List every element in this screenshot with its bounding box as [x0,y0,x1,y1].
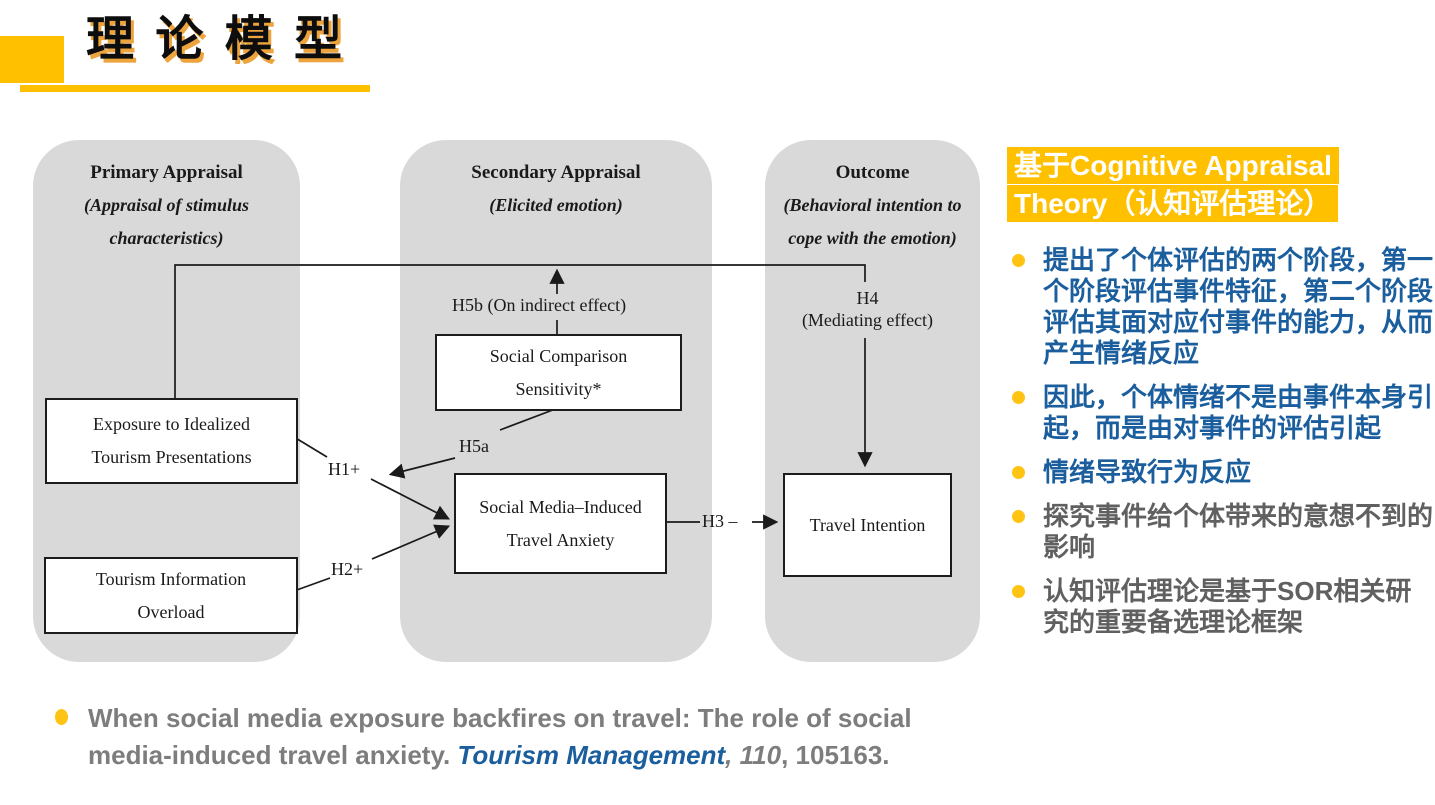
bullet-dot-icon [1012,466,1025,479]
panel-secondary-subtitle-1: (Elicited emotion) [489,195,623,215]
bullet-dot-icon [1012,254,1025,267]
box-anxiety: Social Media–Induced Travel Anxiety [454,473,667,574]
box-overload-line2: Overload [137,601,205,622]
bullet-text: 因此，个体情绪不是由事件本身引起，而是由对事件的评估引起 [1043,382,1434,443]
sidebar-heading-line1: 基于Cognitive Appraisal [1007,147,1339,184]
label-h4-line1: H4 [856,288,879,308]
label-h5b: H5b (On indirect effect) [452,295,627,315]
title-accent-block [0,36,64,83]
panel-outcome-subtitle-2: cope with the emotion) [788,228,957,248]
bullet-dot-icon [1012,585,1025,598]
panel-primary-subtitle-2: characteristics) [109,228,224,248]
bullet-dot-icon [1012,510,1025,523]
sidebar-bullet-item: 提出了个体评估的两个阶段，第一个阶段评估事件特征，第二个阶段评估其面对应付事件的… [1005,245,1435,369]
box-exposure: Exposure to Idealized Tourism Presentati… [45,398,298,484]
sidebar-bullet-item: 探究事件给个体带来的意想不到的影响 [1005,501,1435,563]
sidebar-bullet-item: 情绪导致行为反应 [1005,457,1435,488]
sidebar-heading-line2: Theory（认知评估理论） [1007,185,1339,222]
panel-primary-title: Primary Appraisal [90,162,243,183]
box-travel-intention: Travel Intention [783,473,952,577]
panel-primary-subtitle-1: (Appraisal of stimulus [83,195,250,215]
sidebar-bullet-item: 认知评估理论是基于SOR相关研究的重要备选理论框架 [1005,576,1435,638]
label-h4-line2: (Mediating effect) [801,310,934,330]
panel-outcome: Outcome (Behavioral intention to cope wi… [765,140,980,662]
box-overload: Tourism Information Overload [44,557,298,634]
page-title: 理 论 模 型 [86,13,347,66]
panel-secondary-title: Secondary Appraisal [471,162,641,183]
box-sensitivity: Social Comparison Sensitivity* [435,334,682,411]
citation: When social media exposure backfires on … [55,700,912,774]
citation-part: , 105163. [781,740,890,770]
citation-part: media-induced travel anxiety. [88,740,458,770]
citation-line: media-induced travel anxiety. Tourism Ma… [88,737,912,774]
label-h4: H4 (Mediating effect) [790,287,945,331]
box-sensitivity-line1: Social Comparison [489,345,628,366]
box-anxiety-line1: Social Media–Induced [479,496,642,517]
title-underline-bar [20,85,370,92]
panel-outcome-title: Outcome [835,162,910,183]
box-travel-intention-line1: Travel Intention [809,514,926,535]
label-h2: H2+ [331,559,364,579]
sidebar-bullet-item: 因此，个体情绪不是由事件本身引起，而是由对事件的评估引起 [1005,382,1435,444]
bullet-text: 提出了个体评估的两个阶段，第一个阶段评估事件特征，第二个阶段评估其面对应付事件的… [1043,245,1434,368]
bullet-text: 情绪导致行为反应 [1043,457,1252,487]
box-anxiety-line2: Travel Anxiety [506,529,615,550]
citation-line: When social media exposure backfires on … [88,700,912,737]
citation-part: , 110 [725,740,782,770]
box-exposure-line1: Exposure to Idealized [93,414,250,434]
label-h3: H3 – [702,511,738,531]
sidebar-bullet-list: 提出了个体评估的两个阶段，第一个阶段评估事件特征，第二个阶段评估其面对应付事件的… [1005,245,1435,651]
label-h1: H1+ [328,459,361,479]
citation-part: When social media exposure backfires on … [88,703,912,733]
box-exposure-line2: Tourism Presentations [91,447,252,467]
citation-bullet-dot-icon [55,709,68,725]
citation-text: When social media exposure backfires on … [88,700,912,774]
panel-outcome-subtitle-1: (Behavioral intention to [783,195,962,215]
sidebar-heading: 基于Cognitive Appraisal Theory（认知评估理论） [1007,147,1339,223]
bullet-text: 认知评估理论是基于SOR相关研究的重要备选理论框架 [1043,576,1412,637]
box-overload-line1: Tourism Information [95,568,247,589]
bullet-text: 探究事件给个体带来的意想不到的影响 [1043,501,1434,562]
bullet-dot-icon [1012,391,1025,404]
label-h5a: H5a [459,436,489,456]
citation-part: Tourism Management [457,740,726,770]
box-sensitivity-line2: Sensitivity* [515,378,602,399]
